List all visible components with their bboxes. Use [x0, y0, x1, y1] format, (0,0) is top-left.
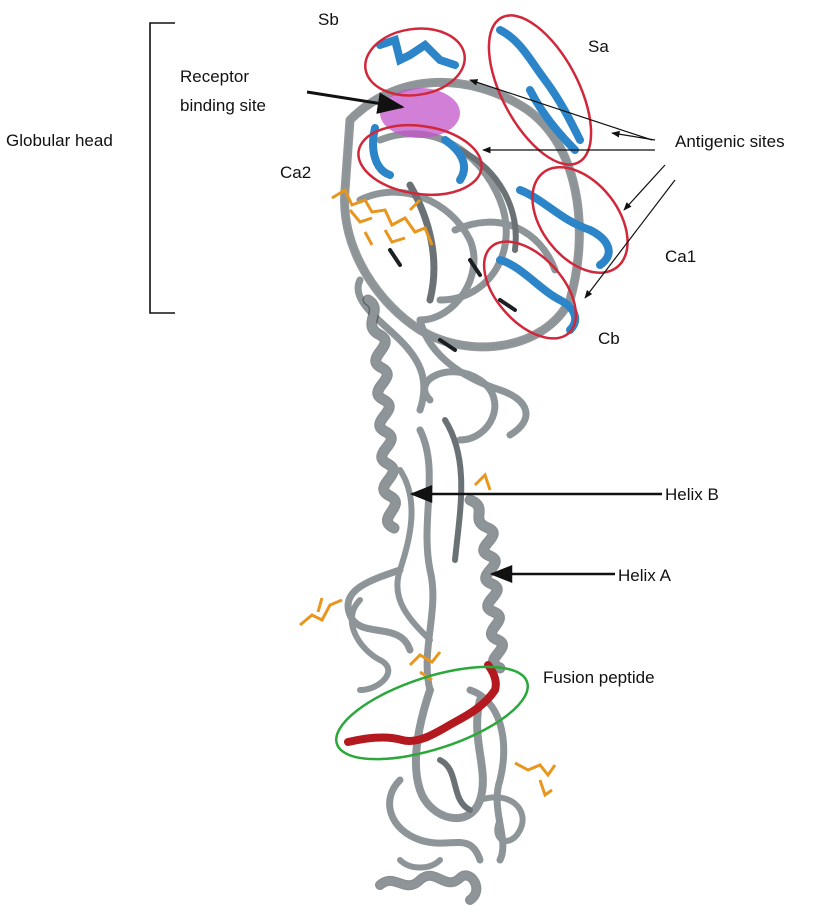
sa-label: Sa	[588, 37, 609, 56]
ca2-label: Ca2	[280, 163, 311, 182]
antigenic-sites-label: Antigenic sites	[675, 132, 785, 151]
globular-head-bracket	[150, 23, 175, 313]
receptor-label-line1: Receptor	[180, 67, 249, 86]
helix-b-label: Helix B	[665, 485, 719, 504]
antigenic-arrow-ca1	[624, 165, 665, 210]
globular-head-label: Globular head	[6, 131, 113, 150]
cb-label: Cb	[598, 329, 620, 348]
sb-label: Sb	[318, 10, 339, 29]
annotation-arrows	[307, 80, 675, 574]
helix-a-label: Helix A	[618, 566, 672, 585]
fusion-peptide-label: Fusion peptide	[543, 668, 655, 687]
receptor-label-line2: binding site	[180, 96, 266, 115]
ca1-label: Ca1	[665, 247, 696, 266]
